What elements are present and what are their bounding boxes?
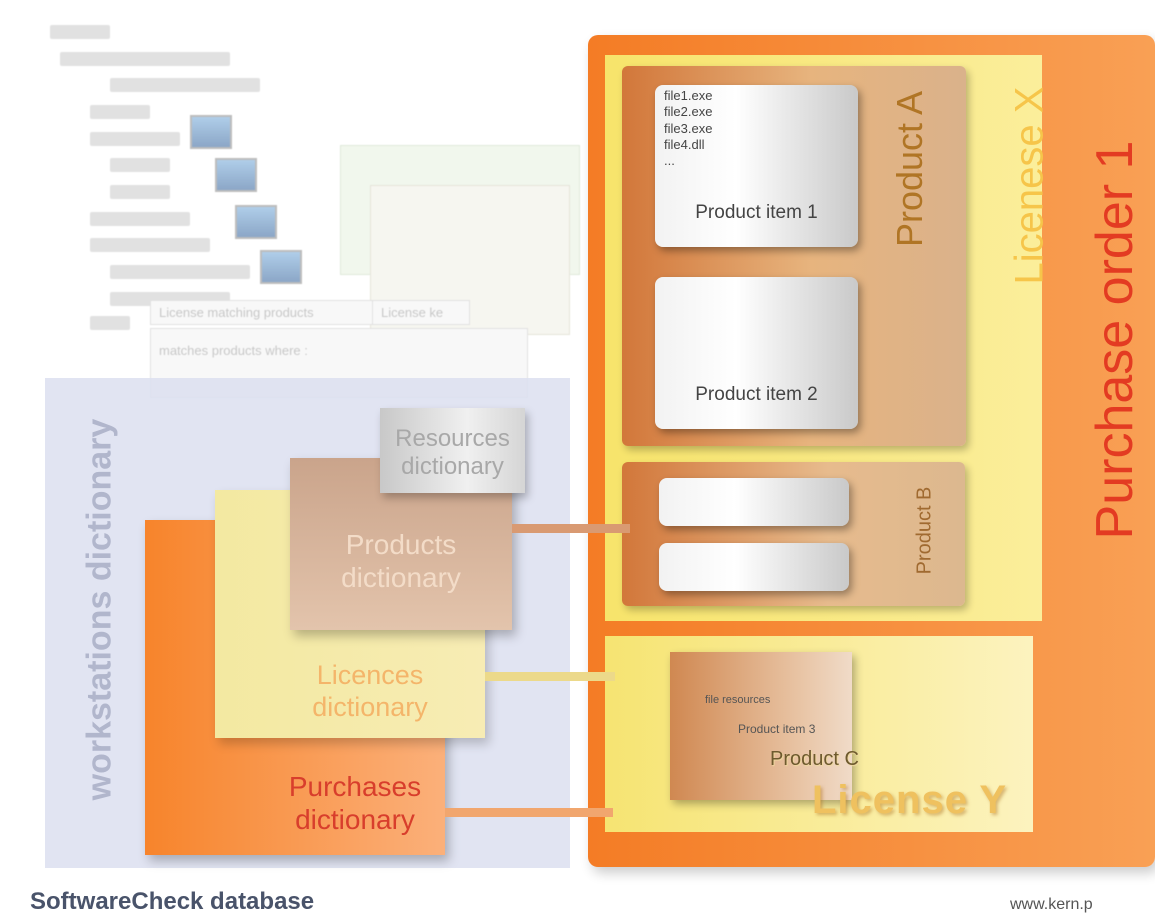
dialog-tab-license-matching: License matching products [150,300,388,325]
tree-line [90,316,130,330]
purchases-connector [445,808,613,817]
computer-icon [235,205,277,239]
tree-line [90,212,190,226]
tree-line [60,52,230,66]
file-entry: file2.exe [664,104,713,120]
product-b-label: Product B [913,486,936,575]
computer-icon [215,158,257,192]
tree-line [110,78,260,92]
product-item-3-label: Product item 3 [738,722,816,736]
tree-line [90,132,180,146]
diagram-caption: SoftwareCheck database [30,888,315,915]
product-b-item [659,543,849,591]
dialog-tab-license-key: License ke [372,300,470,325]
tree-line [110,185,170,199]
file-resources-label: file resources [705,694,771,706]
purchase-order-label: Purchase order 1 [1086,140,1144,540]
website-link[interactable]: www.kern.p [1010,896,1093,913]
product-a-label: Product A [889,90,930,248]
product-item-2 [655,277,858,429]
product-item-1-label: Product item 1 [695,202,818,223]
file-entry: file3.exe [664,120,713,136]
products-connector [512,524,630,533]
purchases-dictionary-label: Purchases dictionary [288,771,422,836]
product-item-2-label: Product item 2 [695,384,818,405]
resources-dictionary [380,408,525,493]
tree-line [90,238,210,252]
tree-line [50,25,110,39]
license-x-label: Licenese X [1007,86,1052,285]
licences-connector [485,672,615,681]
license-y-label: License Y [812,778,1008,822]
tree-line [110,158,170,172]
file-entry: file1.exe [664,88,713,103]
background-screenshot: License matching products License ke mat… [40,10,600,398]
resources-dictionary-label: Resources dictionary [395,425,510,481]
product-c-label: Product C [770,748,859,770]
file-entry: file4.dll [664,136,705,152]
file-entry: ... [664,153,675,168]
computer-icon [260,250,302,284]
product-item-1 [655,85,858,247]
workstations-dictionary-label: workstations dictionary [80,418,119,801]
file-list: file1.exe file2.exe file3.exe file4.dll … [664,88,712,169]
products-dictionary-label: Products dictionary [341,529,461,594]
tree-line [90,105,150,119]
computer-icon [190,115,232,149]
product-c-box [670,652,852,800]
tree-line [110,265,250,279]
product-b-item [659,478,849,526]
licences-dictionary-label: Licences dictionary [312,660,428,722]
